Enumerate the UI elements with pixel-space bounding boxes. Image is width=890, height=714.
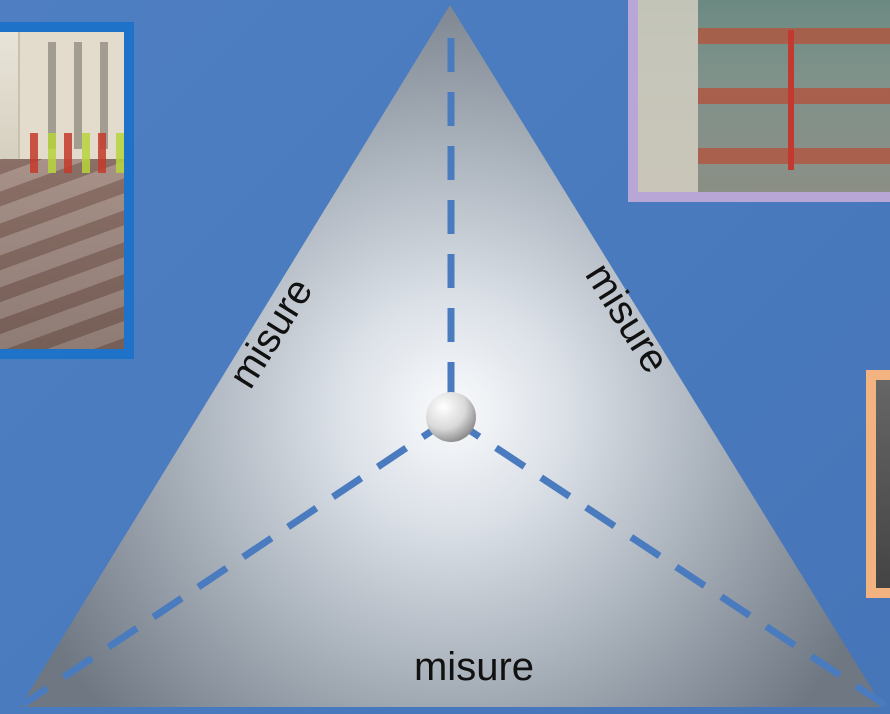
dashed-line-right xyxy=(449,415,887,708)
triangle-shape xyxy=(20,5,883,707)
photo-left-street-works xyxy=(0,22,134,359)
center-ball xyxy=(426,392,476,442)
photo-top-roofs xyxy=(638,0,890,192)
side-label-bottom: misure xyxy=(414,645,534,689)
dashed-line-left xyxy=(20,415,453,708)
photo-right-partial xyxy=(866,370,890,598)
photo-left-workers xyxy=(30,133,124,174)
photo-top-crane xyxy=(788,30,794,170)
photo-top-flooded-town xyxy=(628,0,890,202)
